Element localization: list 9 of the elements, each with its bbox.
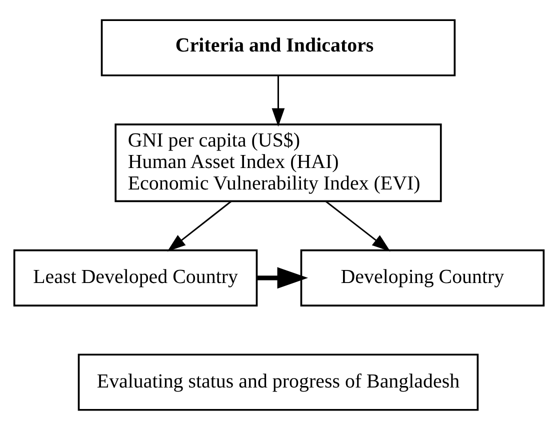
arrow xyxy=(272,76,285,127)
node-box: Least Developed Country xyxy=(13,249,258,306)
node-box: Evaluating status and progress of Bangladesh xyxy=(78,354,479,411)
arrow xyxy=(325,200,390,252)
arrow xyxy=(257,267,308,289)
node-box: Developing Country xyxy=(300,249,545,306)
node-box: Criteria and Indicators xyxy=(100,19,456,76)
arrow xyxy=(167,200,232,252)
node-box: GNI per capita (US$) Human Asset Index (HAI) Economic Vulnerability Index (EVI) xyxy=(114,124,442,202)
